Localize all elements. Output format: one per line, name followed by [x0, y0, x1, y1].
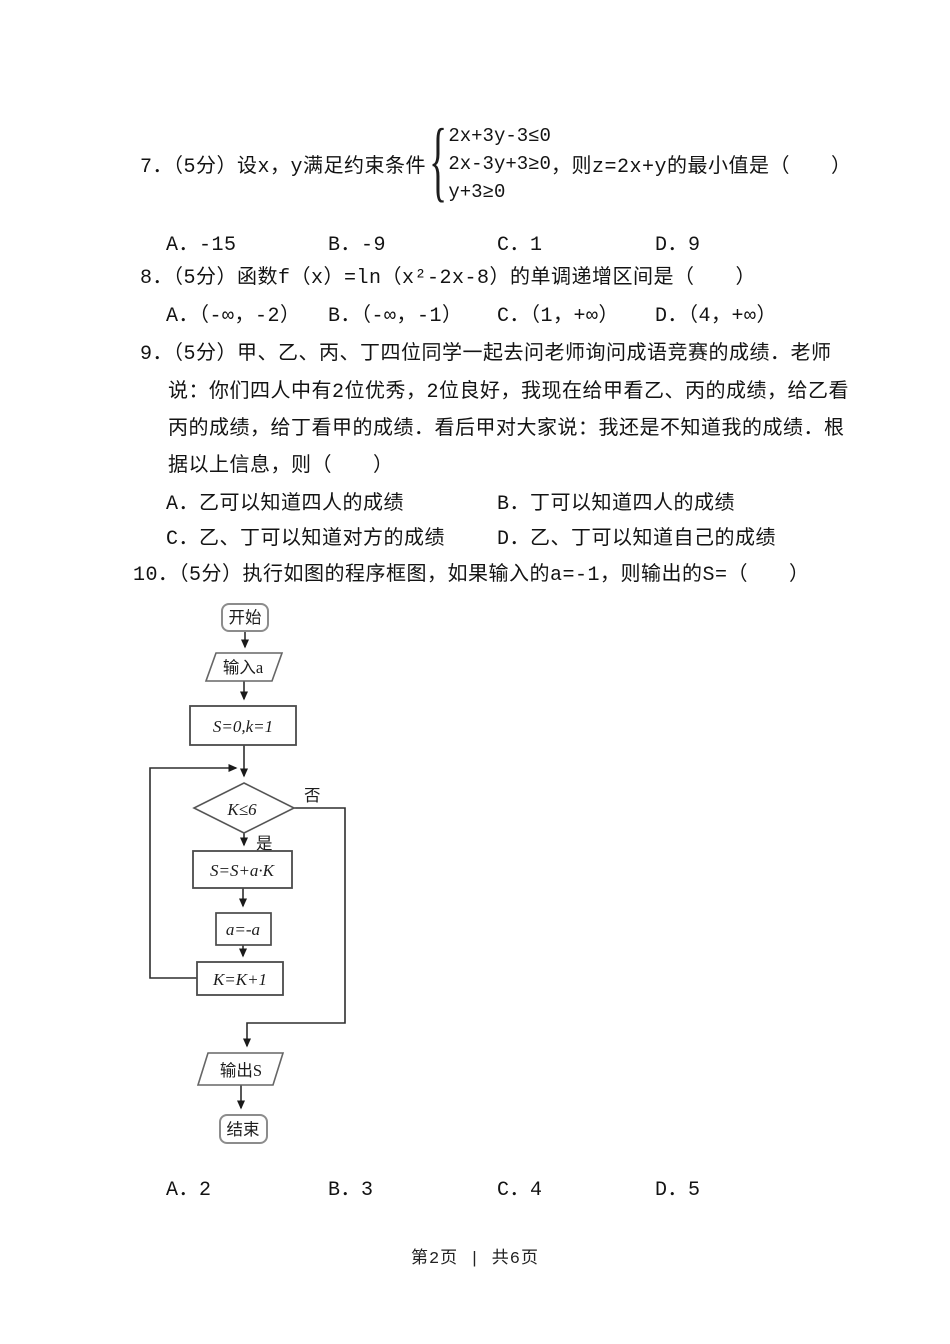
question-7: 7．（5分）设x，y满足约束条件 { 2x+3y-3≤0 2x-3y+3≥0 y…	[140, 108, 851, 220]
decision-node: K≤6	[192, 782, 296, 834]
constraint-line-1: 2x+3y-3≤0	[448, 125, 551, 147]
q8-option-a: A．（-∞，-2）	[166, 305, 301, 328]
page-footer: 第2页 | 共6页	[410, 1250, 539, 1269]
yes-label: 是	[256, 834, 273, 853]
question-9-options-row-1: A．乙可以知道四人的成绩 B．丁可以知道四人的成绩	[0, 486, 950, 516]
question-7-options: A．-15 B．-9 C．1 D．9	[0, 227, 950, 257]
q9-option-d: D．乙、丁可以知道自己的成绩	[497, 528, 777, 551]
q8-option-c: C．（1，+∞）	[497, 305, 620, 328]
question-10: 10．（5分）执行如图的程序框图，如果输入的a=-1，则输出的S=（ ）	[0, 557, 950, 587]
negate-node: a=-a	[215, 912, 272, 946]
question-9-line-3: 丙的成绩，给丁看甲的成绩．看后甲对大家说：我还是不知道我的成绩．根	[168, 418, 845, 441]
question-8-options: A．（-∞，-2） B．（-∞，-1） C．（1，+∞） D．（4，+∞）	[0, 298, 950, 328]
question-8-stem: 8．（5分）函数f（x）=ln（x²-2x-8）的单调递增区间是（ ）	[140, 267, 757, 290]
question-7-tail: ，则z=2x+y的最小值是（ ）	[550, 156, 852, 179]
question-9-line-2: 说：你们四人中有2位优秀，2位良好，我现在给甲看乙、丙的成绩，给乙看	[168, 381, 850, 404]
q9-option-a: A．乙可以知道四人的成绩	[166, 493, 405, 516]
constraint-system: 2x+3y-3≤0 2x-3y+3≥0 y+3≥0	[448, 122, 551, 206]
start-label: 开始	[229, 608, 262, 627]
q7-option-b: B．-9	[328, 234, 387, 257]
flow-connectors	[149, 631, 346, 1110]
constraint-line-2: 2x-3y+3≥0	[448, 153, 551, 175]
question-9-line-4: 据以上信息，则（ ）	[168, 455, 394, 478]
question-9-line-1: 9．（5分）甲、乙、丙、丁四位同学一起去问老师询问成语竞赛的成绩．老师	[140, 343, 832, 366]
output-label: 输出S	[220, 1061, 262, 1080]
q7-option-d: D．9	[655, 234, 701, 257]
condition-label: K≤6	[226, 800, 257, 819]
q7-option-c: C．1	[497, 234, 543, 257]
question-7-stem: 7．（5分）设x，y满足约束条件	[140, 156, 427, 179]
q10-option-c: C．4	[497, 1179, 543, 1202]
q10-option-a: A．2	[166, 1179, 212, 1202]
input-label: 输入a	[223, 658, 264, 677]
question-8: 8．（5分）函数f（x）=ln（x²-2x-8）的单调递增区间是（ ）	[0, 260, 950, 290]
no-label: 否	[304, 786, 321, 805]
init-label: S=0,k=1	[213, 717, 273, 736]
constraint-line-3: y+3≥0	[448, 181, 506, 203]
question-10-stem: 10．（5分）执行如图的程序框图，如果输入的a=-1，则输出的S=（ ）	[133, 564, 810, 587]
start-node: 开始	[221, 603, 269, 632]
input-node: 输入a	[204, 652, 284, 682]
q9-option-b: B．丁可以知道四人的成绩	[497, 493, 736, 516]
negate-label: a=-a	[226, 920, 260, 939]
question-9-options-row-2: C．乙、丁可以知道对方的成绩 D．乙、丁可以知道自己的成绩	[0, 521, 950, 551]
accumulate-label: S=S+a·K	[210, 861, 276, 880]
accumulate-node: S=S+a·K	[192, 850, 293, 889]
q7-option-a: A．-15	[166, 234, 237, 257]
program-flowchart: 开始 输入a S=0,k=1 K≤6 否 是 S=S+a·K a=-a	[149, 603, 346, 1144]
no-branch-connector	[243, 807, 346, 1048]
loop-back-connector	[149, 764, 238, 979]
init-node: S=0,k=1	[189, 705, 297, 746]
increment-label: K=K+1	[212, 970, 267, 989]
end-label: 结束	[227, 1120, 260, 1139]
q10-option-d: D．5	[655, 1179, 701, 1202]
question-10-options: A．2 B．3 C．4 D．5	[0, 1172, 950, 1202]
q8-option-b: B．（-∞，-1）	[328, 305, 463, 328]
increment-node: K=K+1	[196, 961, 284, 996]
q9-option-c: C．乙、丁可以知道对方的成绩	[166, 528, 446, 551]
q8-option-d: D．（4，+∞）	[655, 305, 778, 328]
q10-option-b: B．3	[328, 1179, 374, 1202]
end-node: 结束	[219, 1114, 268, 1144]
constraint-brace: {	[429, 113, 448, 212]
output-node: 输出S	[196, 1052, 285, 1086]
